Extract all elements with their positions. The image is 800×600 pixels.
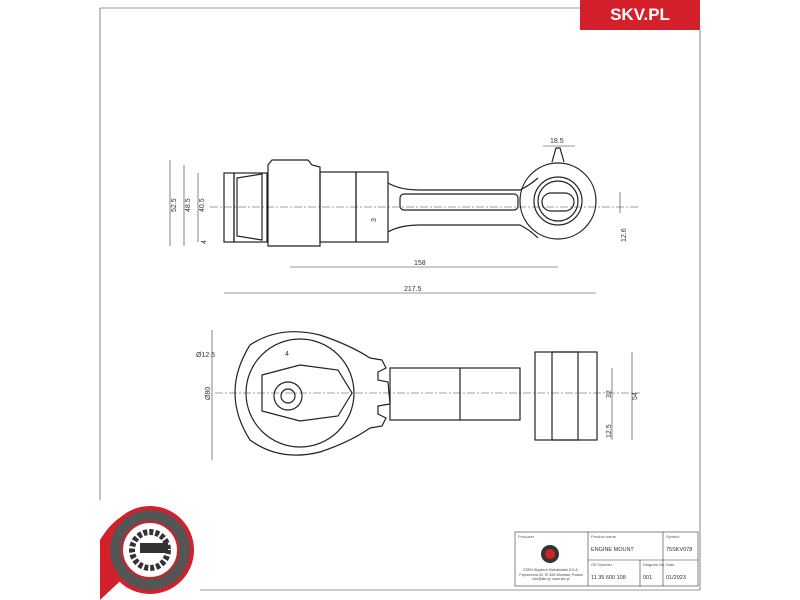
dim-d12-5: Ø12.5	[196, 352, 215, 359]
date-label: Date	[666, 562, 675, 567]
skv-pl-brand-badge[interactable]: SKV.PL	[580, 0, 700, 30]
dim-158: 158	[414, 260, 426, 267]
producer-address: ESEN Wojciech Michalowski S.K.A. Poprzec…	[519, 568, 583, 581]
title-block: Producer Product name Symbol OE Number D…	[514, 531, 699, 587]
oe-number: 11 35 600 108	[591, 575, 626, 581]
symbol-value: 75SKV078	[666, 547, 692, 553]
dim-12-5: 12.5	[606, 424, 613, 438]
dim-52-5: 52.5	[171, 198, 178, 212]
dim-4-top: 4	[285, 351, 289, 358]
symbol-label: Symbol	[666, 534, 679, 539]
dim-48-5: 48.5	[185, 198, 192, 212]
oe-number-label: OE Number	[591, 562, 613, 567]
dim-4: 4	[201, 240, 208, 244]
dim-217-5: 217.5	[404, 286, 422, 293]
dim-12-6: 12.6	[621, 228, 628, 242]
product-name: ENGINE MOUNT	[591, 547, 634, 553]
dim-40-5: 40.5	[199, 198, 206, 212]
product-name-label: Product name	[591, 534, 617, 539]
dim-18-5: 18.5	[550, 138, 564, 145]
dim-3: 3	[371, 218, 378, 222]
skv-auto-parts-logo	[100, 506, 194, 600]
date-value: 01/2023	[666, 575, 686, 581]
dim-32: 32	[606, 390, 613, 398]
top-view: Ø12.5 Ø80 4 32 54 12.5	[196, 330, 640, 460]
diagram-no-label: Diagram No.	[643, 562, 665, 567]
dim-54: 54	[632, 392, 639, 400]
drawing-frame	[99, 7, 701, 591]
diagram-no: 001	[643, 575, 652, 581]
dim-d80: Ø80	[205, 387, 212, 400]
side-view: 52.5 48.5 40.5 4 3 158 217.5 18.5 12.6	[169, 138, 640, 294]
producer-label: Producer	[518, 534, 535, 539]
